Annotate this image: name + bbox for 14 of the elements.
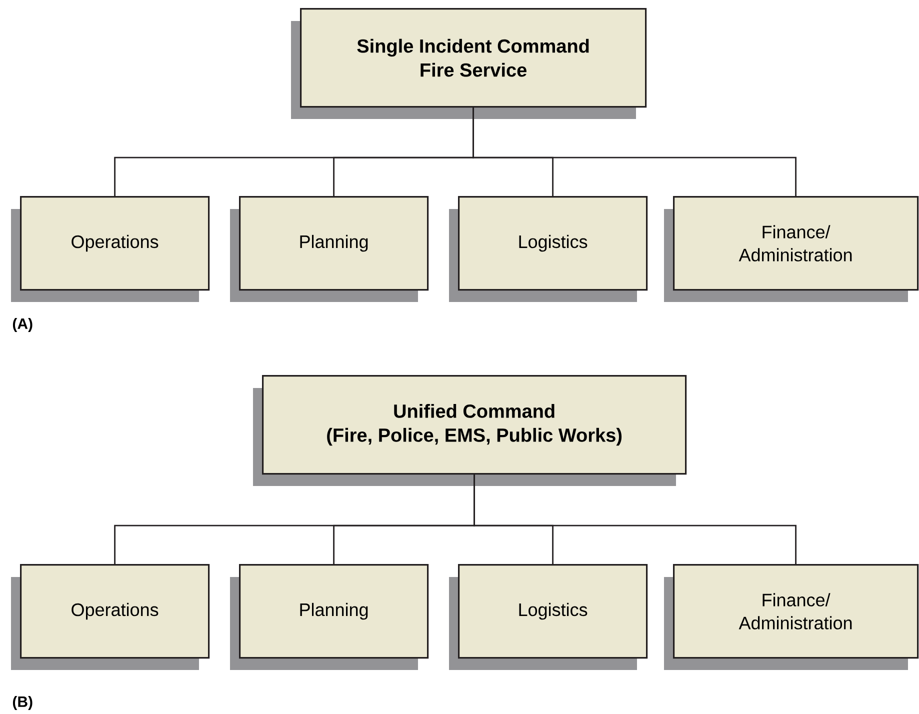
- org-box: Single Incident Command Fire Service: [291, 8, 647, 119]
- org-box: Operations: [11, 196, 210, 302]
- org-box: Operations: [11, 564, 210, 670]
- connector-line: [474, 474, 796, 564]
- org-box: Logistics: [449, 564, 648, 670]
- org-box: Finance/ Administration: [664, 564, 919, 670]
- connector-line: [472, 108, 796, 196]
- org-box: Planning: [230, 564, 429, 670]
- org-box: Finance/ Administration: [664, 196, 919, 302]
- panel-label: (A): [12, 318, 32, 332]
- org-box: Logistics: [449, 196, 648, 302]
- org-box: Unified Command (Fire, Police, EMS, Public Works): [253, 375, 687, 486]
- panel-label: (B): [12, 696, 32, 710]
- org-box: Planning: [230, 196, 429, 302]
